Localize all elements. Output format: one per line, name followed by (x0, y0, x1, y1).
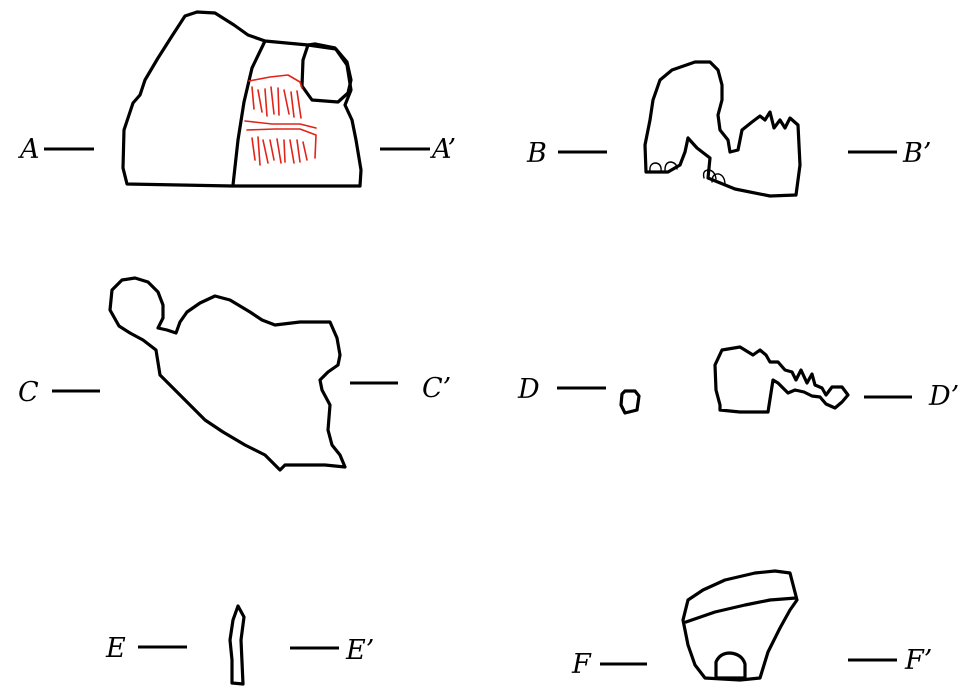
bump-b-4 (711, 173, 726, 186)
label-b-right: B’ (902, 138, 931, 169)
red-hatching-a (244, 74, 317, 166)
divider-f (684, 596, 798, 624)
label-d-right: D’ (928, 381, 959, 412)
inner-arch-f (714, 651, 747, 680)
label-f-right: F’ (904, 645, 932, 676)
outline-b (643, 60, 802, 198)
label-e-right: E’ (345, 635, 374, 666)
divider-a-1 (231, 39, 267, 187)
bump-b-2 (664, 161, 678, 171)
label-f-left: F (571, 649, 592, 680)
label-c-right: C’ (422, 373, 451, 404)
section-a: A A’ (17, 10, 456, 188)
section-f: F F’ (571, 569, 932, 682)
label-d-left: D (517, 374, 540, 405)
section-e: E E’ (105, 604, 374, 686)
label-e-left: E (105, 633, 126, 664)
outline-d-small (619, 389, 641, 415)
bump-b-1 (649, 162, 662, 173)
label-a-left: A (17, 134, 40, 165)
outline-e (228, 604, 246, 686)
outline-f (681, 569, 799, 682)
label-c-left: C (18, 377, 39, 408)
section-d: D D’ (517, 345, 959, 415)
outline-c (108, 276, 347, 472)
label-b-left: B (526, 138, 547, 169)
inner-block-a (300, 43, 353, 104)
outline-a (121, 10, 363, 188)
outline-d (713, 345, 850, 414)
section-b: B B’ (526, 60, 931, 198)
section-c: C C’ (18, 276, 451, 472)
label-a-right: A’ (429, 134, 456, 165)
